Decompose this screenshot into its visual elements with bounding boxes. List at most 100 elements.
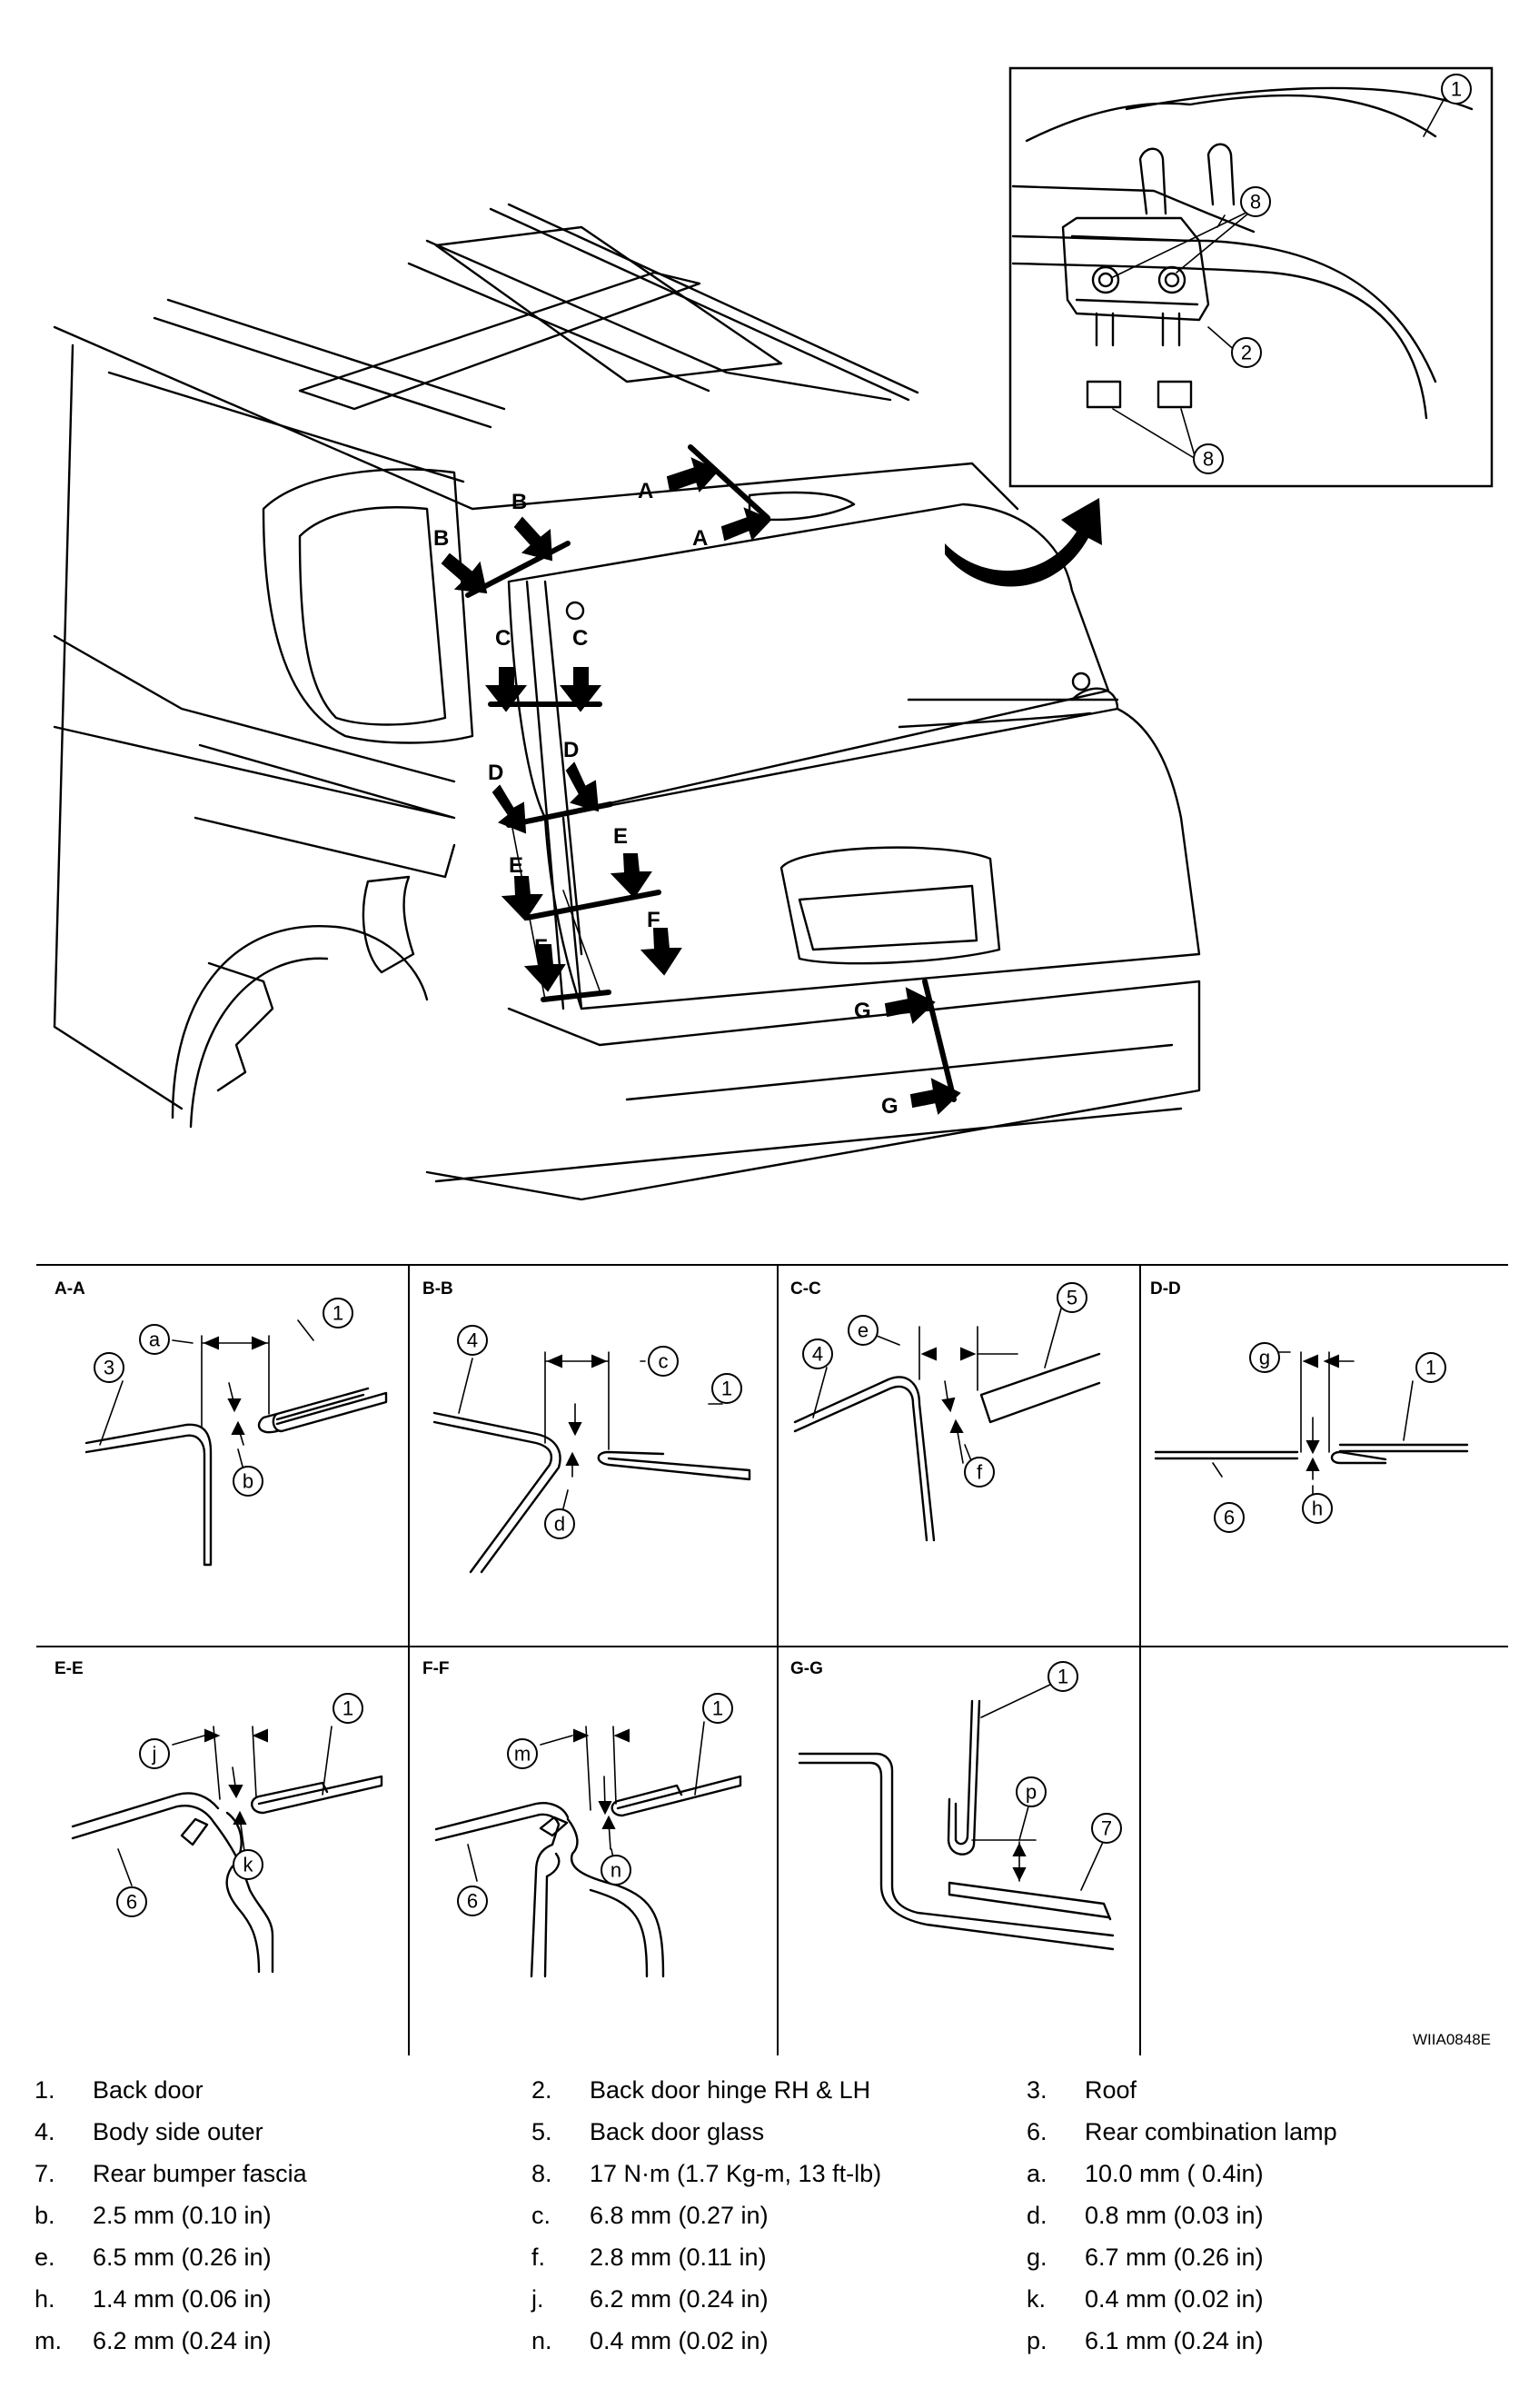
section-e-e: E-E j k 1 6 <box>55 1659 383 1974</box>
arrow-g-lower: G <box>881 1078 961 1119</box>
legend-text: 10.0 mm ( 0.4in) <box>1085 2160 1264 2187</box>
legend-item: b. 2.5 mm (0.10 in) <box>35 2197 516 2234</box>
legend-key: g. <box>1027 2244 1047 2271</box>
legend-key: 5. <box>531 2118 552 2145</box>
legend-text: Rear combination lamp <box>1085 2118 1337 2145</box>
svg-text:1: 1 <box>343 1697 353 1720</box>
legend-key: 6. <box>1027 2118 1047 2145</box>
svg-text:n: n <box>611 1859 621 1882</box>
svg-text:8: 8 <box>1250 191 1261 214</box>
legend-key: b. <box>35 2202 55 2229</box>
legend-key: e. <box>35 2244 55 2271</box>
legend-key: p. <box>1027 2327 1047 2354</box>
legend-item: 2.Back door hinge RH & LH <box>531 2072 1013 2108</box>
callout-m: m <box>507 1738 538 1769</box>
callout-d: d <box>544 1508 575 1539</box>
legend-item: e.6.5 mm (0.26 in) <box>35 2239 516 2275</box>
legend-item: 4.Body side outer <box>35 2114 516 2150</box>
svg-text:C: C <box>572 626 588 651</box>
legend-text: 0.4 mm (0.02 in) <box>590 2327 769 2354</box>
callout-6: 6 <box>1214 1502 1245 1533</box>
svg-text:c: c <box>659 1350 669 1373</box>
svg-text:D-D: D-D <box>1150 1279 1181 1299</box>
legend-key: n. <box>531 2327 552 2354</box>
legend-key: 8. <box>531 2160 552 2187</box>
svg-text:3: 3 <box>104 1357 114 1379</box>
inset-callout-1: 1 <box>1441 74 1472 104</box>
svg-text:j: j <box>152 1743 157 1766</box>
svg-text:C-C: C-C <box>790 1279 821 1299</box>
svg-text:4: 4 <box>467 1329 478 1352</box>
legend-text: 2.8 mm (0.11 in) <box>590 2244 767 2271</box>
legend-item: c. 6.8 mm (0.27 in) <box>531 2197 1013 2234</box>
svg-text:D: D <box>563 738 579 762</box>
svg-text:1: 1 <box>1451 78 1462 101</box>
legend-item: 6. Rear combination lamp <box>1027 2114 1508 2150</box>
arrow-f-left: F <box>523 935 566 992</box>
arrow-f-right: F <box>640 908 682 976</box>
legend-key: k. <box>1027 2285 1047 2313</box>
callout-4: 4 <box>457 1325 488 1356</box>
svg-text:b: b <box>243 1470 253 1493</box>
callout-j: j <box>139 1738 170 1769</box>
legend-key: 2. <box>531 2076 552 2104</box>
legend-key: c. <box>531 2202 551 2229</box>
callout-1: 1 <box>711 1373 742 1404</box>
callout-1: 1 <box>702 1693 733 1724</box>
arrow-e-right: E <box>610 824 652 899</box>
svg-text:A: A <box>638 479 653 503</box>
legend-key: h. <box>35 2285 55 2313</box>
legend-key: 3. <box>1027 2076 1047 2104</box>
callout-1: 1 <box>323 1298 353 1328</box>
hinge-inset: 1 2 8 8 <box>1008 66 1494 488</box>
svg-text:E: E <box>509 853 523 878</box>
svg-text:1: 1 <box>712 1697 723 1720</box>
svg-text:G-G: G-G <box>790 1659 823 1678</box>
callout-6: 6 <box>116 1886 147 1917</box>
callout-4: 4 <box>802 1338 833 1369</box>
legend-text: 0.8 mm (0.03 in) <box>1085 2202 1264 2229</box>
legend-text: 6.2 mm (0.24 in) <box>590 2285 769 2313</box>
callout-e: e <box>848 1315 879 1346</box>
callout-k: k <box>233 1849 263 1880</box>
svg-text:1: 1 <box>1425 1357 1436 1379</box>
legend-text: 17 N·m (1.7 Kg-m, 13 ft-lb) <box>590 2160 882 2187</box>
callout-n: n <box>601 1855 631 1886</box>
legend-item: 7.Rear bumper fascia <box>35 2155 516 2192</box>
svg-text:2: 2 <box>1241 342 1252 364</box>
legend-item: m.6.2 mm (0.24 in) <box>35 2323 516 2359</box>
legend-item: g. 6.7 mm (0.26 in) <box>1027 2239 1508 2275</box>
section-a-a: A-A a b 1 3 <box>55 1279 388 1567</box>
svg-text:1: 1 <box>333 1302 343 1325</box>
arrow-a-upper: A <box>638 457 720 503</box>
arrow-d-right: D <box>563 738 600 812</box>
section-c-c: C-C e f 5 4 <box>790 1279 1101 1542</box>
section-b-b: B-B c d 1 4 <box>422 1279 751 1574</box>
legend-text: 6.7 mm (0.26 in) <box>1085 2244 1264 2271</box>
callout-f: f <box>964 1457 995 1488</box>
legend-text: 6.8 mm (0.27 in) <box>590 2202 769 2229</box>
legend-item: 8. 17 N·m (1.7 Kg-m, 13 ft-lb) <box>531 2155 1013 2192</box>
legend-key: j. <box>531 2285 544 2313</box>
legend-text: 2.5 mm (0.10 in) <box>93 2202 272 2229</box>
section-grid <box>36 1264 1508 2055</box>
legend-item: f.2.8 mm (0.11 in) <box>531 2239 1013 2275</box>
section-arrows: A A B B C C D D <box>433 457 961 1119</box>
legend-item: p.6.1 mm (0.24 in) <box>1027 2323 1508 2359</box>
legend-text: Body side outer <box>93 2118 263 2145</box>
svg-text:F: F <box>647 908 660 932</box>
section-g-g: G-G p 1 7 <box>790 1659 1122 1951</box>
callout-1: 1 <box>1415 1352 1446 1383</box>
legend-item: 3.Roof <box>1027 2072 1508 2108</box>
svg-text:g: g <box>1259 1347 1270 1369</box>
svg-text:5: 5 <box>1067 1287 1077 1309</box>
legend-text: Back door <box>93 2076 204 2104</box>
svg-text:a: a <box>149 1328 161 1351</box>
legend-text: 0.4 mm (0.02 in) <box>1085 2285 1264 2313</box>
arrow-c-right: C <box>559 626 602 712</box>
legend-text: Rear bumper fascia <box>93 2160 307 2187</box>
legend-text: 1.4 mm (0.06 in) <box>93 2285 272 2313</box>
legend-text: Back door glass <box>590 2118 765 2145</box>
svg-text:F: F <box>534 935 548 960</box>
arrow-b-left: B <box>433 526 488 594</box>
